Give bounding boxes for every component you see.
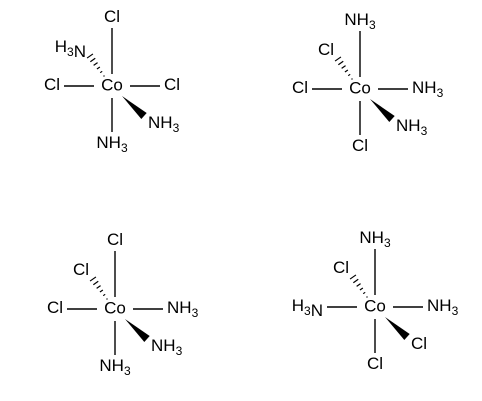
bond-wedged <box>385 317 410 340</box>
metal-center: Co <box>349 78 371 97</box>
bond-hashed <box>349 274 368 298</box>
ligand-hashed: Cl <box>73 260 89 279</box>
ligand-bottom: NH3 <box>96 133 128 155</box>
ligand-left: Cl <box>44 75 60 94</box>
ligand-left: H3N <box>292 296 323 320</box>
ligand-wedged: NH3 <box>151 336 183 358</box>
ligand-hashed: Cl <box>333 258 349 277</box>
ligand-top: Cl <box>104 7 120 26</box>
ligand-wedged: NH3 <box>396 116 428 138</box>
ligand-hashed: Cl <box>318 40 334 59</box>
ligand-bottom: Cl <box>367 354 383 373</box>
ligand-top: Cl <box>107 230 123 249</box>
ligand-hashed: H3N <box>55 37 86 61</box>
bond-wedged <box>370 99 395 122</box>
ligand-left: Cl <box>47 298 63 317</box>
ligand-wedged: NH3 <box>148 113 180 135</box>
ligand-right: NH3 <box>167 298 199 320</box>
bond-hashed <box>89 276 108 300</box>
ligand-top: NH3 <box>344 10 376 32</box>
metal-center: Co <box>104 298 126 317</box>
bond-wedged <box>125 319 150 342</box>
ligand-bottom: Cl <box>352 136 368 155</box>
ligand-bottom: NH3 <box>99 356 131 378</box>
ligand-top: NH3 <box>359 228 391 250</box>
metal-center: Co <box>101 75 123 94</box>
ligand-right: NH3 <box>427 296 459 318</box>
bond-wedged <box>122 96 147 119</box>
ligand-right: Cl <box>164 75 180 94</box>
ligand-left: Cl <box>292 78 308 97</box>
metal-center: Co <box>364 296 386 315</box>
bond-hashed <box>86 53 105 77</box>
bond-hashed <box>334 56 353 80</box>
ligand-wedged: Cl <box>411 334 427 353</box>
ligand-right: NH3 <box>412 78 444 100</box>
